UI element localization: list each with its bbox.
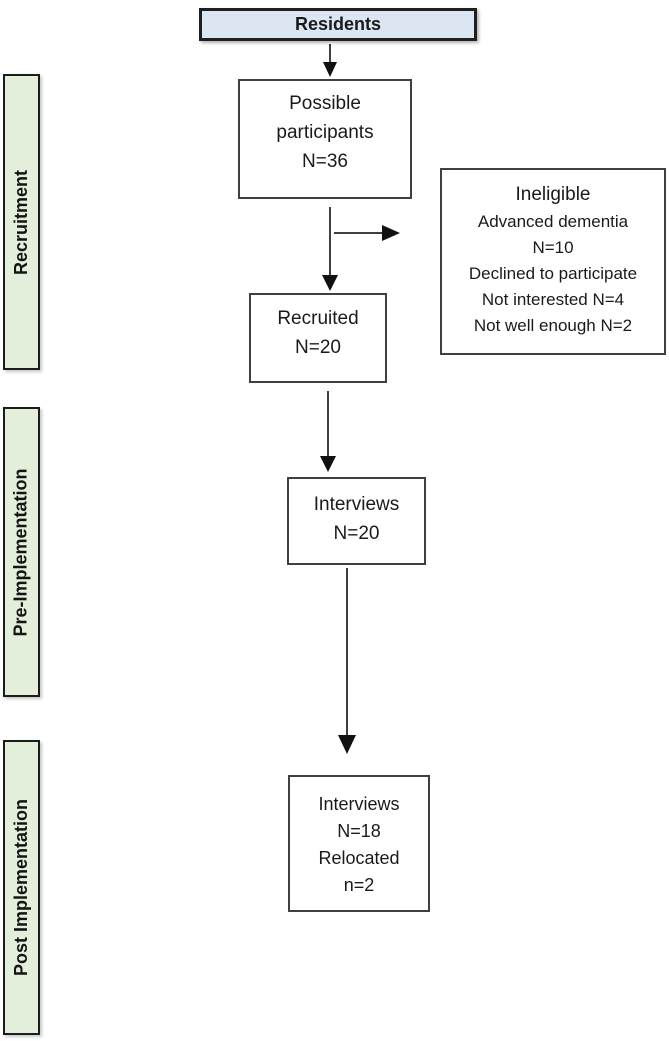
interviews-post-line-4: n=2 bbox=[343, 875, 375, 895]
interviews-post-box: Interviews N=18 Relocated n=2 bbox=[288, 775, 430, 912]
possible-line-2: participants bbox=[276, 122, 374, 143]
possible-line-1: Possible bbox=[289, 93, 361, 114]
interviews-pre-box: Interviews N=20 bbox=[287, 477, 426, 565]
arrow-branch-to-ineligible bbox=[334, 225, 400, 241]
arrow-interviews-to-post bbox=[338, 568, 356, 754]
ineligible-box: Ineligible Advanced dementia N=10 Declin… bbox=[440, 168, 666, 355]
residents-label: Residents bbox=[294, 14, 382, 34]
ineligible-line-1: Advanced dementia bbox=[477, 212, 629, 231]
interviews-post-line-3: Relocated bbox=[318, 848, 400, 868]
ineligible-line-4: Not interested N=4 bbox=[481, 290, 625, 309]
recruited-line-2: N=20 bbox=[295, 337, 341, 358]
stage-label-recruitment: Recruitment bbox=[11, 169, 31, 275]
possible-line-3: N=36 bbox=[302, 151, 348, 172]
ineligible-line-5: Not well enough N=2 bbox=[473, 316, 633, 335]
arrow-recruited-to-interviews bbox=[320, 391, 336, 472]
ineligible-line-3: Declined to participate bbox=[468, 264, 638, 283]
interviews-pre-line-1: Interviews bbox=[313, 494, 400, 515]
stage-bar-recruitment: Recruitment bbox=[3, 74, 40, 370]
stage-label-post-implementation: Post Implementation bbox=[11, 798, 31, 977]
interviews-pre-line-2: N=20 bbox=[333, 523, 380, 544]
recruited-line-1: Recruited bbox=[277, 308, 359, 329]
stage-label-pre-implementation: Pre-Implementation bbox=[11, 467, 31, 637]
arrow-possible-to-recruited bbox=[322, 207, 338, 291]
ineligible-title: Ineligible bbox=[515, 184, 591, 205]
residents-box: Residents bbox=[199, 8, 477, 41]
interviews-post-line-1: Interviews bbox=[318, 794, 400, 814]
interviews-post-line-2: N=18 bbox=[337, 821, 381, 841]
stage-bar-post-implementation: Post Implementation bbox=[3, 740, 40, 1035]
possible-participants-box: Possible participants N=36 bbox=[238, 79, 412, 199]
ineligible-line-2: N=10 bbox=[532, 238, 574, 257]
arrow-residents-to-possible bbox=[323, 44, 337, 77]
stage-bar-pre-implementation: Pre-Implementation bbox=[3, 407, 40, 697]
recruited-box: Recruited N=20 bbox=[249, 293, 387, 383]
